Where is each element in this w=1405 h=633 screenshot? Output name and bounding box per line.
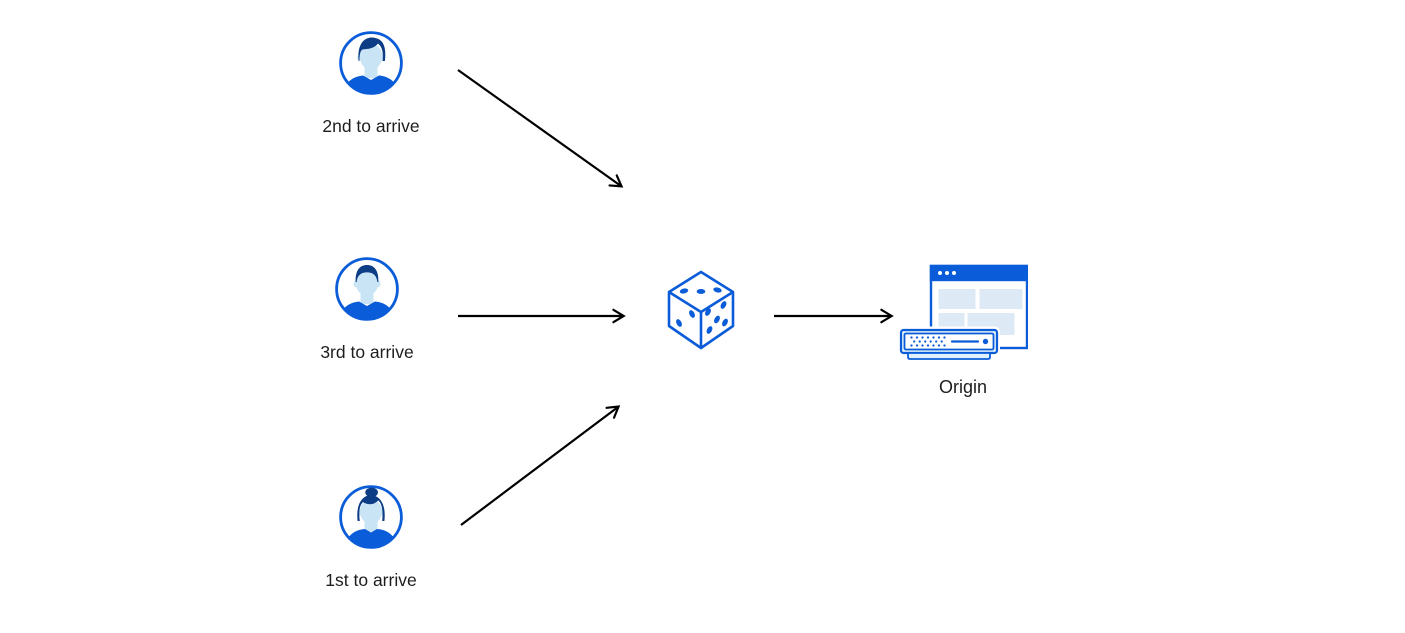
node-origin: Origin	[898, 264, 1029, 398]
dice-icon	[667, 270, 737, 352]
node-visitor-second: 2nd to arrive	[291, 31, 451, 136]
man-swept-hair-avatar-icon	[339, 31, 403, 95]
arrow-second-visitor-to-dice	[457, 69, 624, 188]
visitor-second-label: 2nd to arrive	[322, 116, 420, 136]
node-random-dice	[667, 270, 737, 352]
man-short-hair-avatar-icon	[335, 257, 399, 321]
node-visitor-first: 1st to arrive	[291, 485, 451, 590]
origin-server-browser-icon	[898, 264, 1029, 364]
origin-label: Origin	[938, 377, 987, 397]
visitor-third-label: 3rd to arrive	[320, 342, 414, 362]
arrow-first-visitor-to-dice	[460, 405, 621, 526]
node-visitor-third: 3rd to arrive	[287, 257, 447, 362]
woman-bun-avatar-icon	[339, 485, 403, 549]
visitor-first-label: 1st to arrive	[325, 570, 417, 590]
